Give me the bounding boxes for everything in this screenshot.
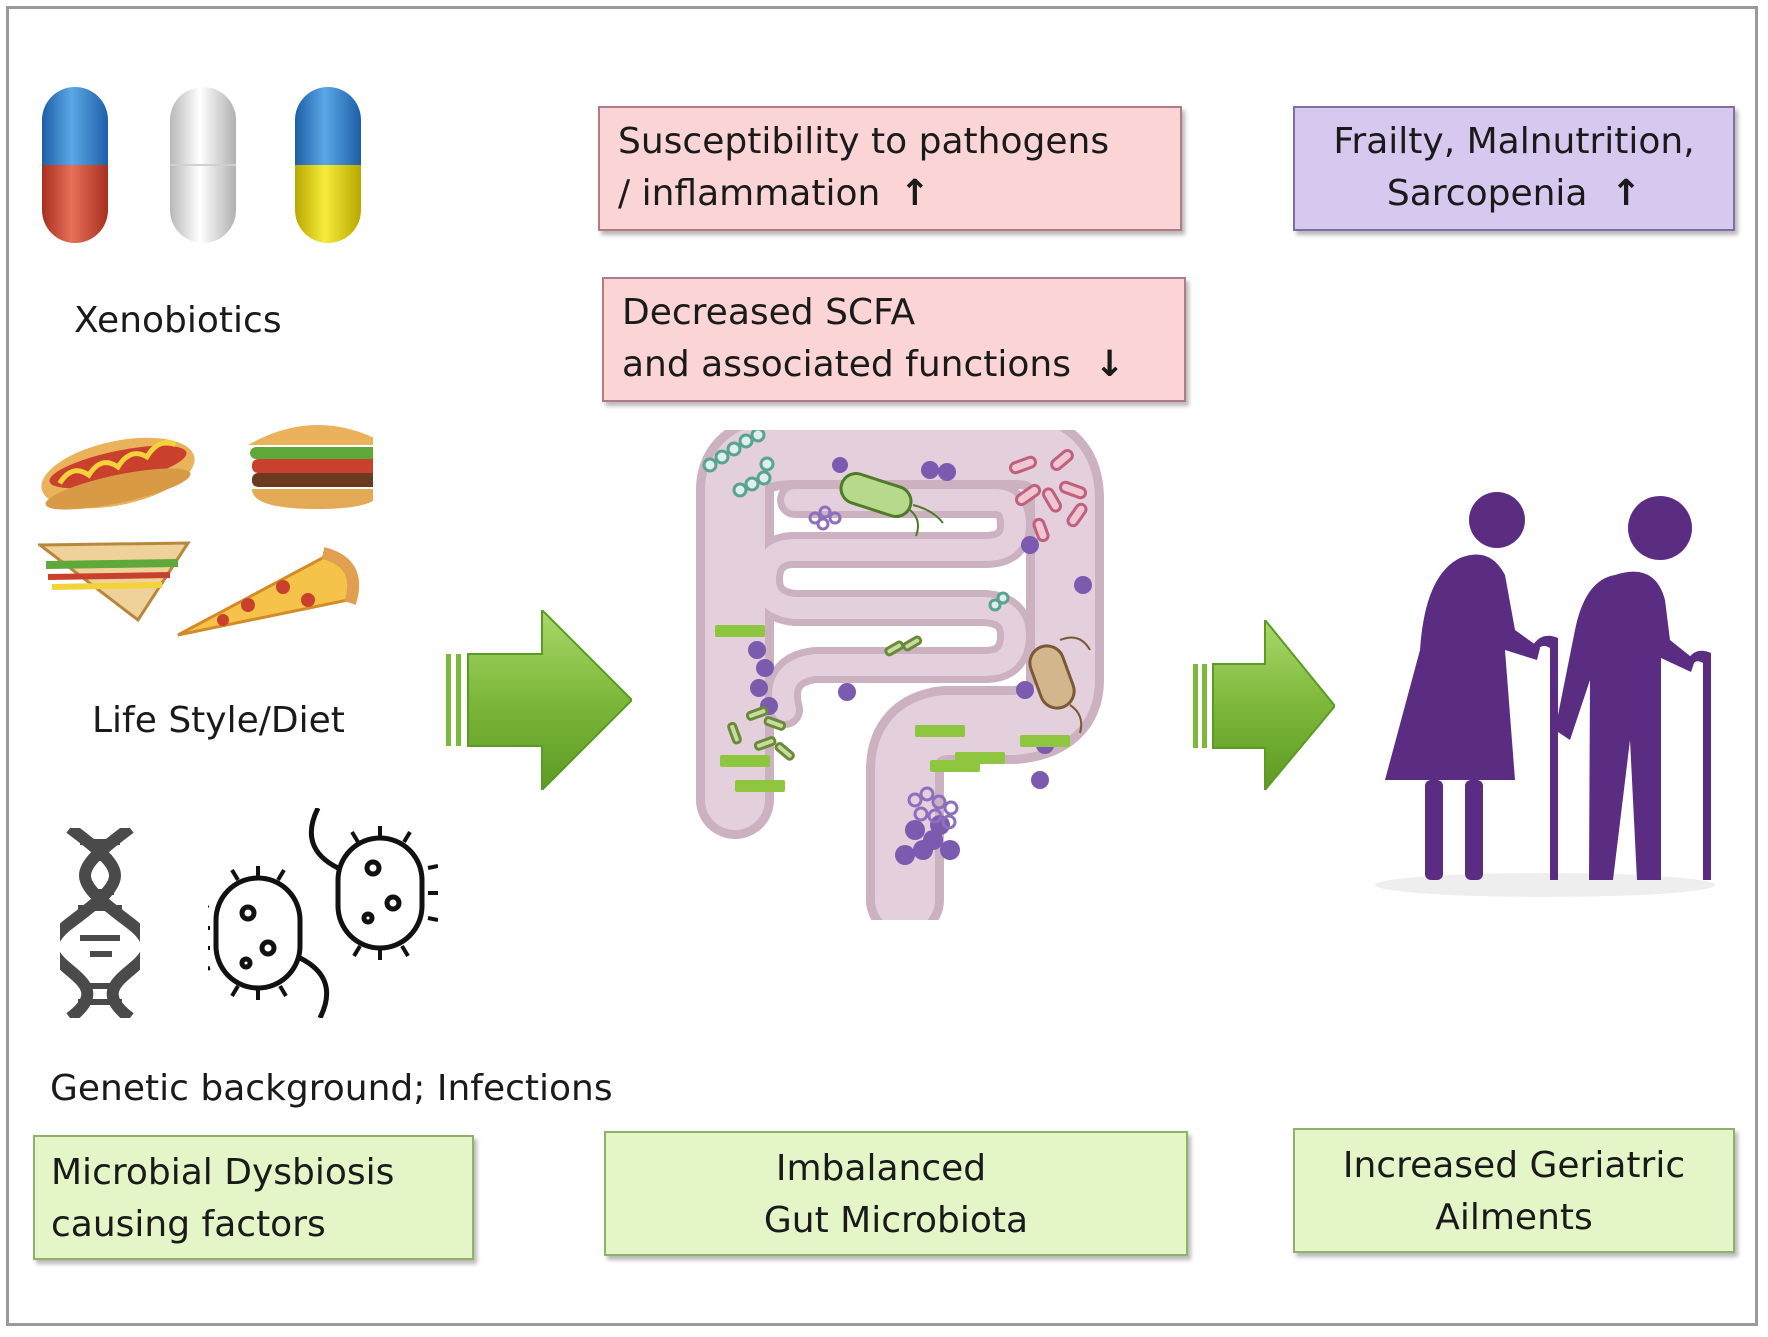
brown-bacillus <box>1028 636 1091 734</box>
bacterium-right <box>335 835 425 951</box>
capsules-icon <box>42 87 361 243</box>
imbalanced-microbiota-box: Imbalanced Gut Microbiota <box>604 1131 1188 1256</box>
pathogen-susceptibility-box: Susceptibility to pathogens / inflammati… <box>598 106 1182 231</box>
bacteria-icon <box>208 808 438 1018</box>
down-arrow-icon: ↓ <box>1094 344 1125 385</box>
pathogens-line2: / inflammation <box>618 173 881 214</box>
man-head <box>1628 496 1692 560</box>
dysbiosis-line2: causing factors <box>51 1204 326 1245</box>
up-arrow-icon: ↑ <box>899 173 930 214</box>
green-bars <box>715 625 1070 792</box>
frailty-line2: Sarcopenia <box>1386 173 1588 214</box>
geriatric-line1: Increased Geriatric <box>1342 1145 1686 1186</box>
frailty-line1: Frailty, Malnutrition, <box>1333 121 1695 162</box>
microbiota-line1: Imbalanced <box>775 1148 987 1189</box>
burger-icon <box>248 425 373 509</box>
purple-clusters <box>808 505 959 830</box>
figure-frame <box>6 6 1758 1326</box>
capsule-blue-yellow <box>295 87 361 243</box>
capsule-white <box>170 87 236 243</box>
arrow-right-1 <box>446 610 632 790</box>
woman-cane <box>1530 635 1558 880</box>
elderly-couple-icon <box>1375 492 1715 897</box>
green-bacillus <box>839 472 944 537</box>
fast-food-icon <box>38 425 373 637</box>
olive-rods <box>727 635 923 761</box>
frailty-box: Frailty, Malnutrition, Sarcopenia ↑ <box>1293 106 1735 231</box>
dysbiosis-line1: Microbial Dysbiosis <box>51 1152 395 1193</box>
woman-body <box>1385 554 1540 780</box>
genetic-label: Genetic background; Infections <box>50 1068 613 1109</box>
arrow-right-2 <box>1193 620 1335 790</box>
geriatric-line2: Ailments <box>1435 1197 1593 1238</box>
sandwich-icon <box>38 541 191 623</box>
xenobiotics-label: Xenobiotics <box>74 300 282 341</box>
pizza-icon <box>177 547 360 637</box>
woman-head <box>1469 492 1525 548</box>
dysbiosis-factors-box: Microbial Dysbiosis causing factors <box>33 1135 474 1260</box>
capsule-blue-red <box>42 87 108 243</box>
colon-illustration <box>696 430 1104 920</box>
geriatric-ailments-box: Increased Geriatric Ailments <box>1293 1128 1735 1253</box>
hotdog-icon <box>41 437 195 510</box>
lifestyle-label: Life Style/Diet <box>92 700 345 741</box>
scfa-line1: Decreased SCFA <box>622 292 916 333</box>
scfa-line2: and associated functions <box>622 344 1071 385</box>
decreased-scfa-box: Decreased SCFA and associated functions … <box>602 277 1186 402</box>
bacterium-left <box>213 875 303 991</box>
teal-chains <box>702 430 1010 612</box>
up-arrow-icon: ↑ <box>1610 173 1642 214</box>
dna-icon <box>60 828 140 1018</box>
microbiota-line2: Gut Microbiota <box>763 1200 1029 1241</box>
man-body <box>1555 571 1695 880</box>
pink-rods <box>1008 449 1088 543</box>
pathogens-line1: Susceptibility to pathogens <box>618 121 1110 162</box>
man-cane <box>1685 650 1711 880</box>
